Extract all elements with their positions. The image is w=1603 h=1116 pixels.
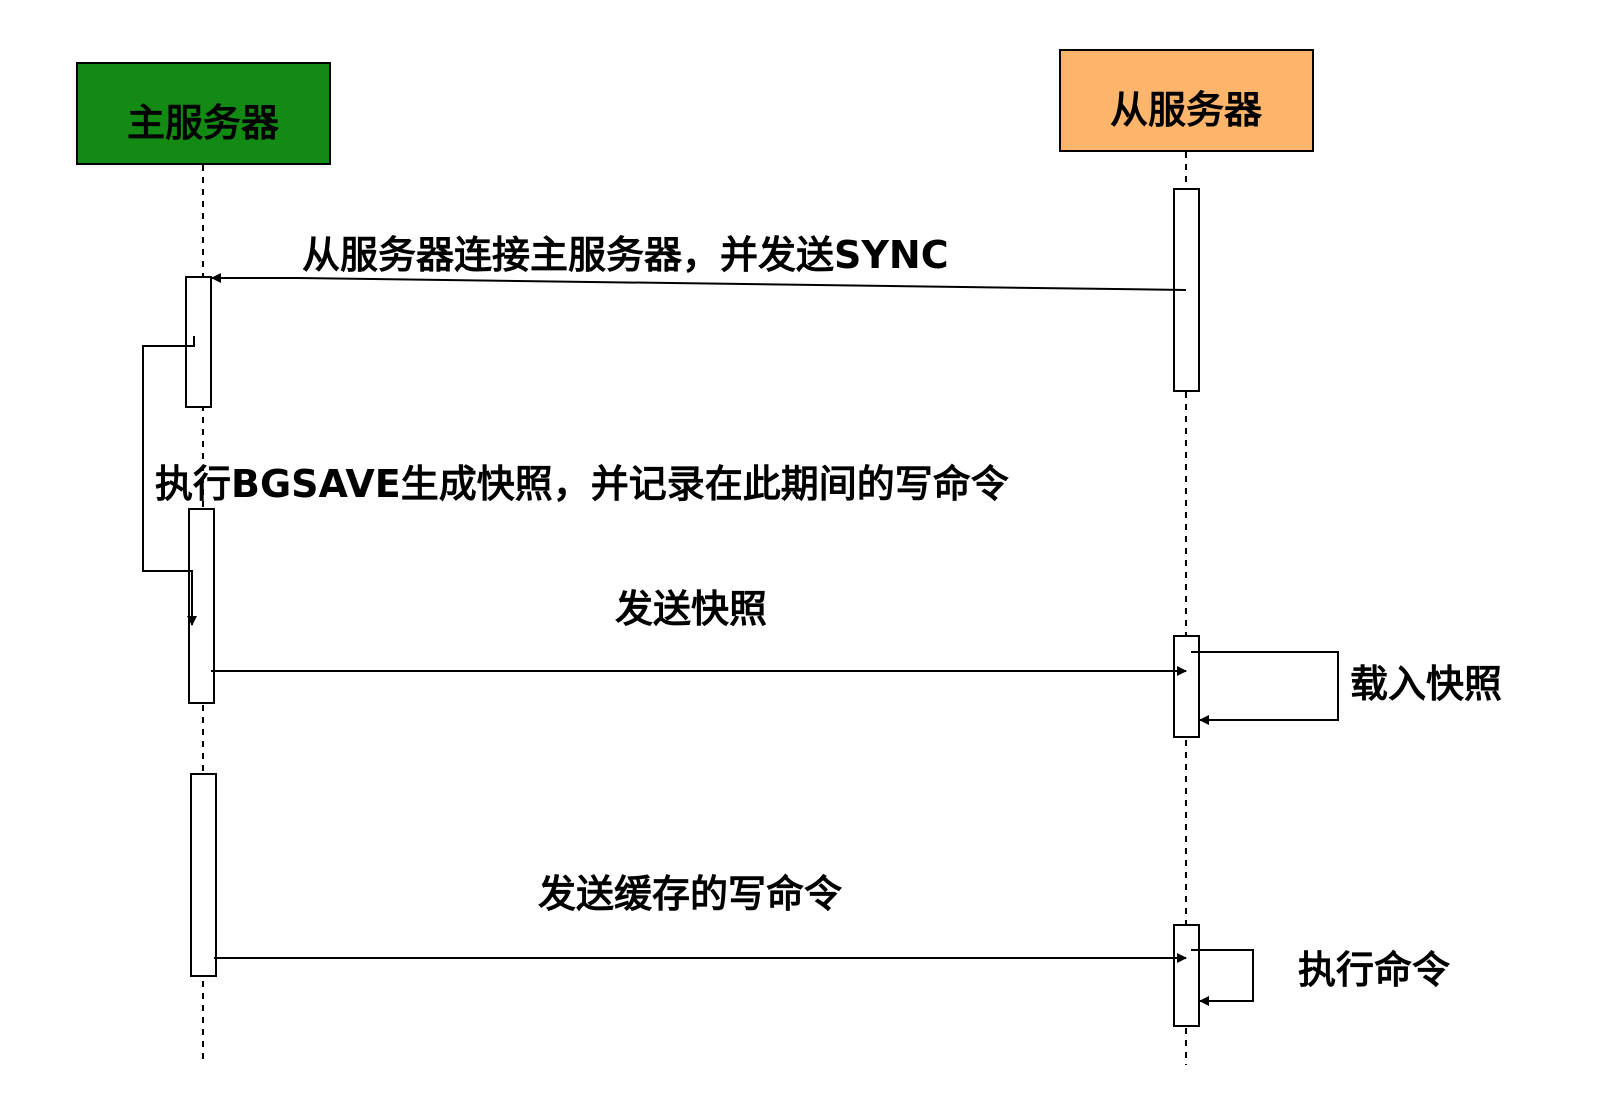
bgsave-self-arrow	[142, 336, 197, 626]
load-snapshot-label: 载入快照	[1350, 662, 1502, 706]
master-actor: 主服务器	[76, 62, 331, 165]
exec-command-label: 执行命令	[1298, 948, 1451, 992]
sync-arrow	[297, 277, 1187, 291]
master-activation-3	[190, 773, 217, 977]
send-snapshot-label: 发送快照	[615, 587, 767, 631]
slave-activation-3	[1173, 924, 1200, 1027]
slave-actor-box	[1059, 49, 1314, 152]
slave-actor-label: 从服务器	[1110, 88, 1263, 132]
send-cached-label: 发送缓存的写命令	[538, 872, 843, 916]
slave-actor: 从服务器	[1059, 49, 1314, 152]
master-actor-box	[76, 62, 331, 165]
master-activation-1	[185, 276, 212, 408]
master-actor-label: 主服务器	[127, 101, 280, 145]
load-snapshot-self-arrow	[1191, 651, 1339, 725]
master-activation-2	[188, 508, 215, 704]
bgsave-message-label: 执行BGSAVE生成快照，并记录在此期间的写命令	[155, 462, 1010, 506]
exec-command-self-arrow	[1191, 949, 1254, 1006]
sync-message-label: 从服务器连接主服务器，并发送SYNC	[302, 233, 949, 277]
